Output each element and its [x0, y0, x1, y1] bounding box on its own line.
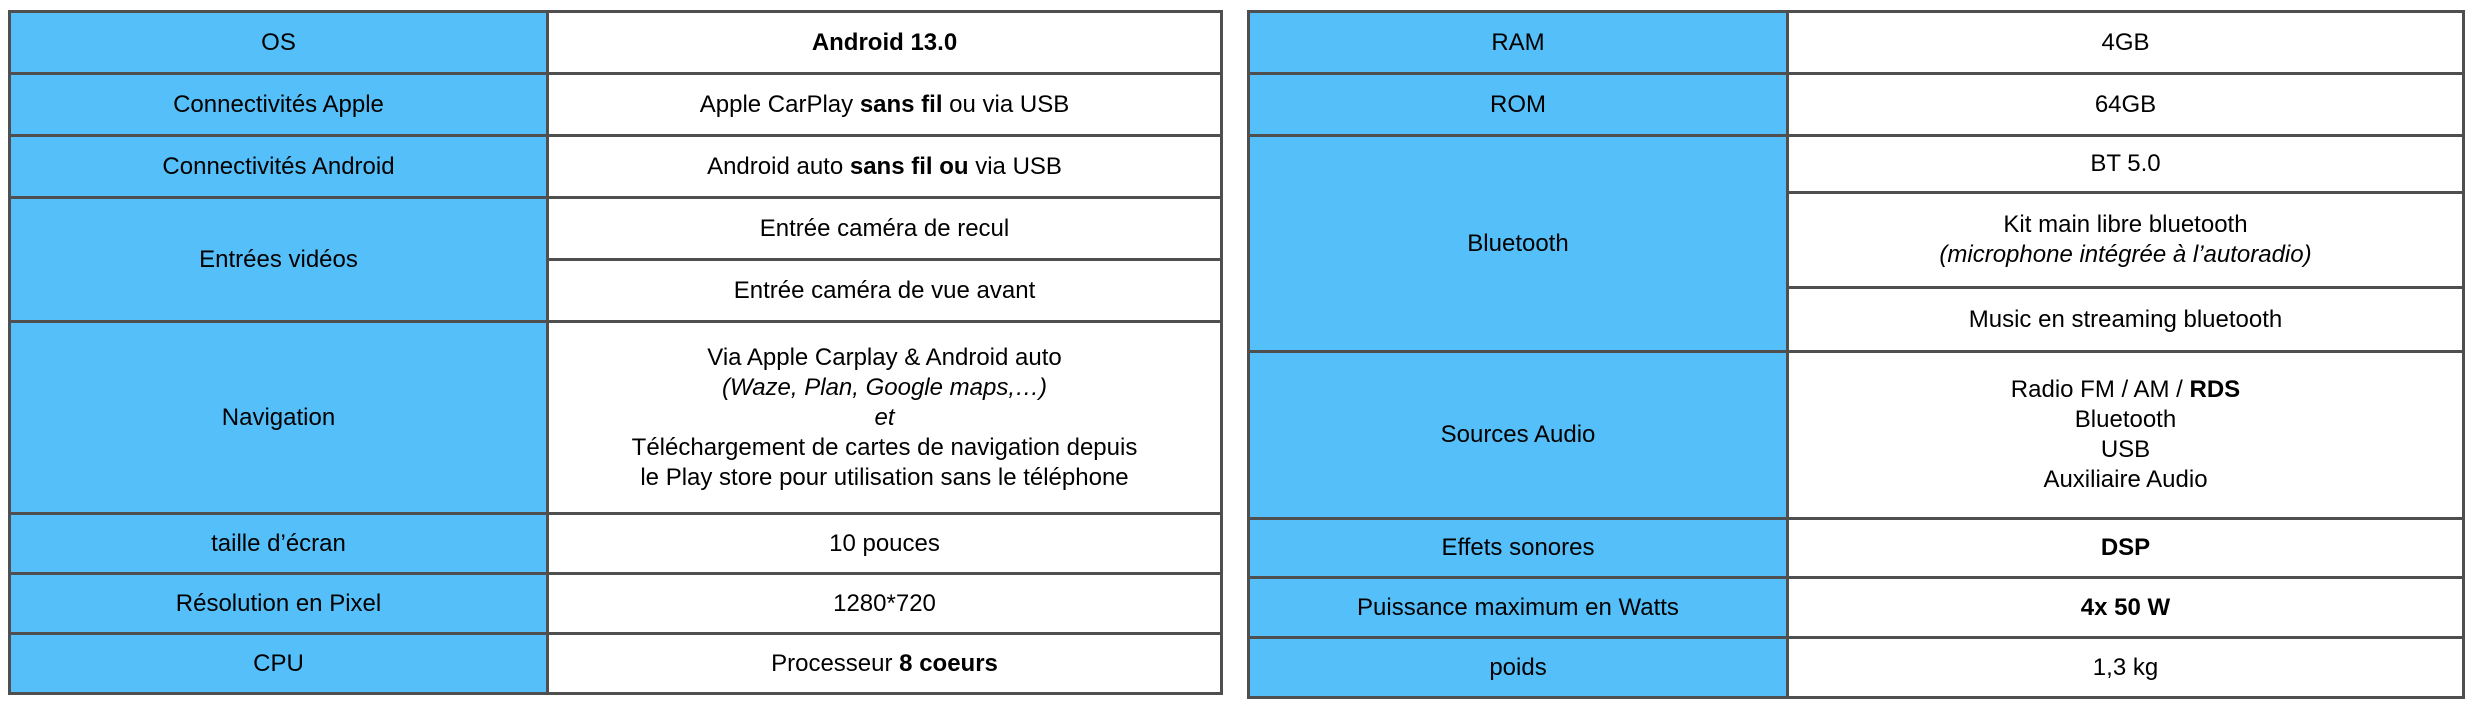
bt-kit-value-cell: Kit main libre bluetooth(microphone inté… — [1786, 191, 2465, 289]
navigation-value-cell: Via Apple Carplay & Android auto(Waze, P… — [546, 320, 1223, 515]
row-resolution: Résolution en Pixel 1280*720 — [8, 572, 1223, 635]
cpu-label-cell: CPU — [8, 632, 549, 695]
resolution-label-cell: Résolution en Pixel — [8, 572, 549, 635]
row-os: OS Android 13.0 — [8, 10, 1223, 75]
taille-ecran-value-cell: 10 pouces — [546, 512, 1223, 575]
spec-table-left: OS Android 13.0 Connectivités Apple Appl… — [8, 10, 1223, 695]
row-ram: RAM 4GB — [1247, 10, 2465, 75]
row-connectivites-android: Connectivités Android Android auto sans … — [8, 134, 1223, 199]
row-bt-kit: Kit main libre bluetooth(microphone inté… — [1249, 191, 2465, 289]
row-navigation: Navigation Via Apple Carplay & Android a… — [8, 320, 1223, 515]
os-label-cell: OS — [8, 10, 549, 75]
resolution-value-cell: 1280*720 — [546, 572, 1223, 635]
row-bt-version: Bluetooth BT 5.0 — [1247, 134, 2465, 353]
effets-sonores-value-cell: DSP — [1786, 517, 2465, 579]
connectivites-android-label-cell: Connectivités Android — [8, 134, 549, 199]
camera-recul-value-cell: Entrée caméra de recul — [546, 196, 1223, 261]
puissance-value-cell: 4x 50 W — [1786, 576, 2465, 639]
row-rom: ROM 64GB — [1247, 72, 2465, 137]
connectivites-android-value-cell: Android auto sans fil ou via USB — [546, 134, 1223, 199]
ram-label-cell: RAM — [1247, 10, 1789, 75]
rom-label-cell: ROM — [1247, 72, 1789, 137]
poids-label-cell: poids — [1247, 636, 1789, 699]
entrees-videos-label-cell: Entrées vidéos — [8, 196, 549, 323]
ram-value-cell: 4GB — [1786, 10, 2465, 75]
connectivites-apple-value-cell: Apple CarPlay sans fil ou via USB — [546, 72, 1223, 137]
row-cpu: CPU Processeur 8 coeurs — [8, 632, 1223, 695]
bt-version-value-cell: BT 5.0 — [1786, 134, 2465, 194]
row-taille-ecran: taille d’écran 10 pouces — [8, 512, 1223, 575]
row-camera-avant: Entrée caméra de vue avant — [10, 258, 1223, 323]
row-puissance: Puissance maximum en Watts 4x 50 W — [1247, 576, 2465, 639]
os-value-cell: Android 13.0 — [546, 10, 1223, 75]
taille-ecran-label-cell: taille d’écran — [8, 512, 549, 575]
effets-sonores-label-cell: Effets sonores — [1247, 517, 1789, 579]
row-poids: poids 1,3 kg — [1247, 636, 2465, 699]
connectivites-apple-label-cell: Connectivités Apple — [8, 72, 549, 137]
navigation-label-cell: Navigation — [8, 320, 549, 515]
cpu-value-cell: Processeur 8 coeurs — [546, 632, 1223, 695]
camera-avant-value-cell: Entrée caméra de vue avant — [546, 258, 1223, 323]
spec-table-right: RAM 4GB ROM 64GB Bluetooth BT 5.0 Kit ma… — [1247, 10, 2465, 699]
bluetooth-label-cell: Bluetooth — [1247, 134, 1789, 353]
sources-audio-label-cell: Sources Audio — [1247, 350, 1789, 520]
row-bt-streaming: Music en streaming bluetooth — [1249, 286, 2465, 353]
row-effets-sonores: Effets sonores DSP — [1247, 517, 2465, 579]
row-camera-recul: Entrées vidéos Entrée caméra de recul — [8, 196, 1223, 323]
puissance-label-cell: Puissance maximum en Watts — [1247, 576, 1789, 639]
row-connectivites-apple: Connectivités Apple Apple CarPlay sans f… — [8, 72, 1223, 137]
rom-value-cell: 64GB — [1786, 72, 2465, 137]
bt-streaming-value-cell: Music en streaming bluetooth — [1786, 286, 2465, 353]
poids-value-cell: 1,3 kg — [1786, 636, 2465, 699]
